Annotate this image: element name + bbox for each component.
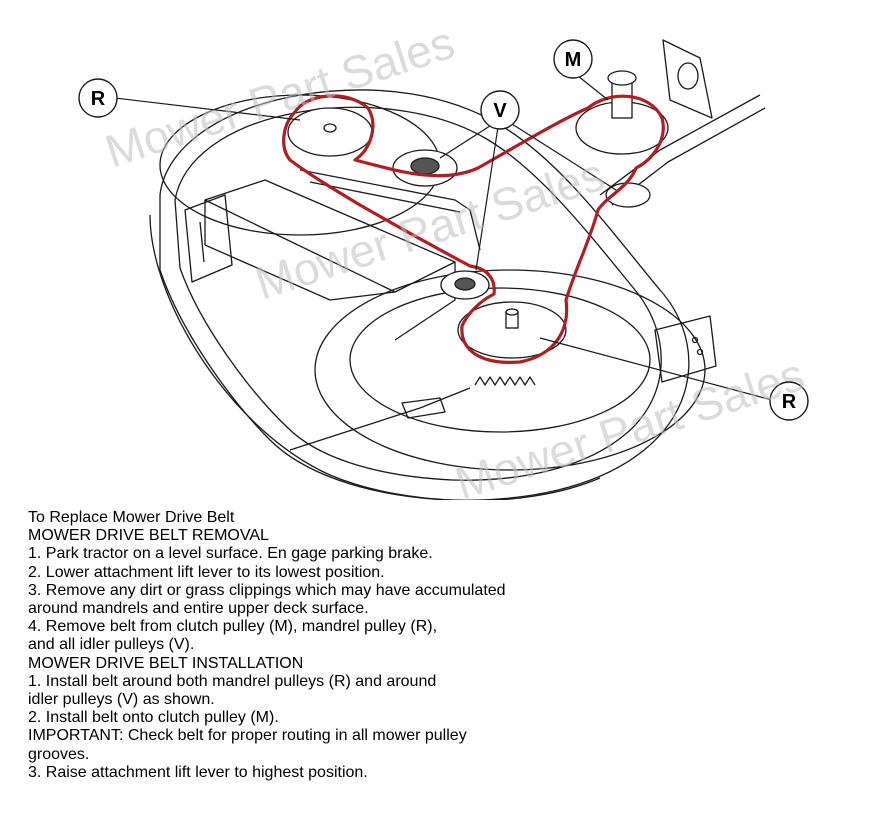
callout-m-circle (553, 39, 593, 79)
callout-r-bottom: R (782, 391, 797, 413)
callout-r-top: R (91, 88, 106, 110)
callout-r-top-circle (78, 78, 118, 118)
cable (289, 387, 471, 451)
lower-blade-housing-inner (349, 287, 651, 433)
important-note-continued: grooves. (28, 745, 90, 763)
callout-leader-v-1 (439, 123, 494, 159)
deck-shell (159, 89, 690, 500)
cross-bracket (299, 169, 481, 251)
cable-clamp (401, 397, 446, 419)
callout-r-bottom-circle (769, 381, 809, 421)
mandrel-pulley-bottom (457, 301, 567, 359)
mount-plate (662, 39, 713, 119)
removal-step-continued: and all idler pulleys (V). (28, 636, 195, 654)
watermark-3: Mower Part Sales (449, 348, 810, 500)
callout-v: V (493, 100, 507, 122)
callout-leader-r-top (114, 97, 301, 121)
installation-heading: MOWER DRIVE BELT INSTALLATION (28, 654, 304, 672)
removal-step: 1. Park tractor on a level surface. En g… (28, 545, 433, 563)
removal-step: 3. Remove any dirt or grass clippings wh… (28, 581, 506, 599)
callout-leader-r-bottom (539, 337, 773, 401)
installation-step: 3. Raise attachment lift lever to highes… (28, 763, 368, 781)
callout-leader-v-3 (511, 123, 617, 191)
mower-deck-diagram: R V M R Mower Part Sales Mower Part Sale… (78, 16, 810, 500)
callout-v-circle (480, 90, 520, 130)
deck-skirt (149, 214, 601, 500)
installation-step: 1. Install belt around both mandrel pull… (28, 672, 437, 690)
removal-step: 2. Lower attachment lift lever to its lo… (28, 563, 385, 581)
right-bracket (654, 315, 717, 383)
instructions-text: To Replace Mower Drive Belt MOWER DRIVE … (28, 509, 868, 782)
callout-leader-v-2 (475, 126, 499, 271)
removal-step-continued: around mandrels and entire upper deck su… (28, 600, 369, 618)
important-note: IMPORTANT: Check belt for proper routing… (28, 727, 467, 745)
callout-leader-m (577, 75, 609, 101)
removal-heading: MOWER DRIVE BELT REMOVAL (28, 527, 269, 545)
removal-step: 4. Remove belt from clutch pulley (M), m… (28, 618, 438, 636)
installation-step-continued: idler pulleys (V) as shown. (28, 691, 215, 709)
instructions-title: To Replace Mower Drive Belt (28, 509, 235, 526)
left-bracket (184, 194, 233, 283)
tension-spring (474, 376, 536, 386)
callout-m: M (565, 49, 582, 71)
drive-belt (282, 94, 665, 364)
lower-blade-housing (314, 269, 706, 471)
installation-step: 2. Install belt onto clutch pulley (M). (28, 709, 279, 727)
